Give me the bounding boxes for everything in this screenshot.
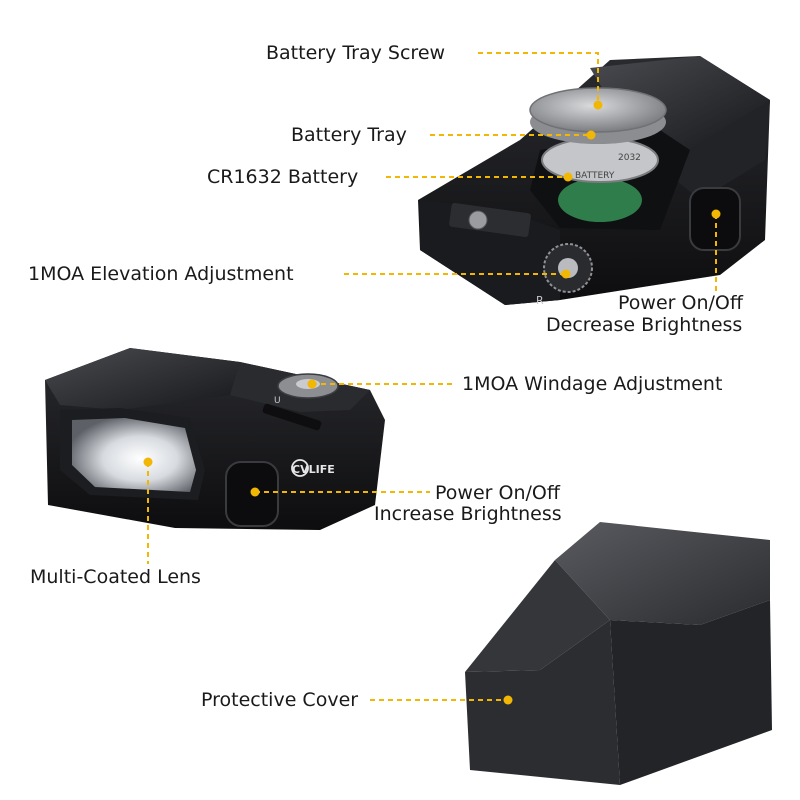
cover-side (610, 600, 772, 785)
label-cr1632-battery: CR1632 Battery (207, 166, 359, 188)
dot-battery-tray (586, 130, 596, 140)
label-power-decrease-line1: Power On/Off (618, 292, 743, 314)
label-windage-adjustment: 1MOA Windage Adjustment (462, 373, 723, 395)
windage-screw-top (468, 210, 488, 230)
circuit-board (558, 178, 642, 222)
dot-cr1632-battery (563, 172, 573, 182)
label-cover: Protective Cover (201, 689, 359, 711)
dot-lens (143, 457, 153, 467)
label-power-decrease-line2: Decrease Brightness (546, 314, 743, 336)
rail-slot (449, 202, 531, 238)
callout-dots (143, 100, 721, 705)
hood-front (45, 348, 240, 410)
sight-top-view: BATTERY 2032 R (418, 56, 770, 307)
label-elevation-adjustment: 1MOA Elevation Adjustment (28, 263, 294, 285)
label-power-increase-line1: Power On/Off (435, 482, 560, 504)
cell-print: 2032 (618, 153, 641, 163)
lens-glass (72, 418, 196, 492)
dial-letter: U (274, 396, 281, 406)
callout-lines (147, 52, 717, 701)
brand-name: CVLIFE (292, 463, 335, 476)
cover-top (555, 522, 770, 625)
label-power-increase-line2: Increase Brightness (374, 503, 562, 525)
dot-cover (503, 695, 513, 705)
label-lens: Multi-Coated Lens (30, 566, 201, 588)
line-battery-tray-screw (478, 52, 599, 105)
sight-front-view: U CVLIFE (45, 348, 385, 530)
battery-tray-cap (529, 87, 667, 133)
cover-slope (465, 560, 610, 672)
dot-elevation (561, 269, 571, 279)
brand-logo-mark (291, 459, 309, 477)
label-battery-tray-screw: Battery Tray Screw (266, 42, 446, 64)
dot-battery-tray-screw (593, 100, 603, 110)
rail-letter: R (536, 294, 544, 307)
dot-windage (307, 379, 317, 389)
dot-power-decrease (711, 209, 721, 219)
dot-power-increase (250, 487, 260, 497)
battery-print: BATTERY (575, 171, 615, 181)
label-battery-tray: Battery Tray (291, 124, 407, 146)
mount-slot (262, 403, 322, 431)
protective-cover-shape (465, 522, 772, 785)
cover-front (465, 620, 620, 785)
